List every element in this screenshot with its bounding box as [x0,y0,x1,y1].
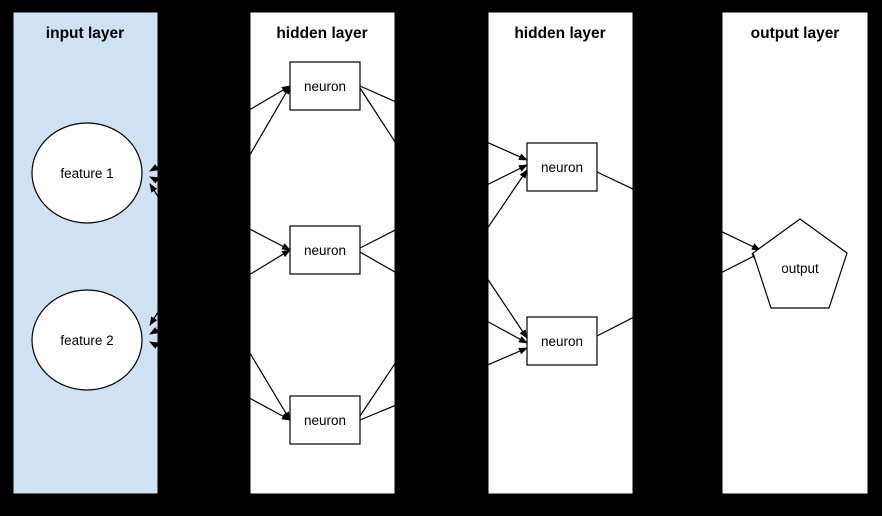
panel-title-input-layer: input layer [46,25,124,42]
node-feature-1-label: feature 1 [60,166,113,181]
edge-feature1-to-hidden1n2 [250,228,291,251]
panel-title-hidden-layer-2: hidden layer [514,25,605,42]
edge-in-output-b [722,252,761,274]
edge-in-hidden2n2-c [488,347,528,366]
edge-hidden1n1-to-hidden2n2 [359,87,395,143]
node-hidden-2-neuron-1-label: neuron [541,160,583,175]
edges-into-hidden-layer-2 [488,142,633,366]
node-hidden-1-neuron-1[interactable] [289,61,361,111]
panel-hidden-layer-2[interactable] [487,11,634,495]
edges-into-output-layer [722,231,761,274]
edge-hidden1n2-to-hidden2n1 [359,229,395,249]
edge-hidden1n3-to-hidden2n1 [359,362,395,417]
edge-feature2-to-hidden1n1 [250,85,291,156]
node-hidden-1-neuron-2[interactable] [289,225,361,275]
node-hidden-1-neuron-1-label: neuron [304,79,346,94]
node-hidden-2-neuron-2-label: neuron [541,334,583,349]
edge-in-hidden2n2-b [488,321,528,344]
panel-title-output-layer: output layer [751,25,840,42]
edge-in-hidden2n1-b [488,164,528,186]
edge-hidden1n1-to-hidden2n1 [359,85,395,103]
node-hidden-2-neuron-1[interactable] [526,142,598,192]
node-hidden-2-neuron-2[interactable] [526,316,598,366]
edge-feature2-to-hidden1n3 [250,397,291,421]
edge-hidden2n1-to-output [596,171,633,190]
panel-title-hidden-layer-1: hidden layer [276,25,367,42]
node-feature-1[interactable] [31,122,143,224]
edge-in-output-a [722,231,761,251]
node-output-label: output [781,261,819,276]
edge-feature2-to-hidden1n2 [250,249,291,276]
edge-in-hidden2n2-a [488,278,528,339]
node-hidden-1-neuron-3[interactable] [289,395,361,445]
node-feature-2-label: feature 2 [60,333,113,348]
node-hidden-1-neuron-2-label: neuron [304,243,346,258]
edge-hidden1n3-to-hidden2n2 [359,404,395,421]
edges-into-hidden-layer-1 [250,85,395,421]
edge-feature1-to-hidden1n1 [250,85,291,111]
node-output[interactable] [752,218,848,309]
edge-in-hidden2n1-a [488,142,528,161]
edge-hidden1n2-to-hidden2n2 [359,251,395,273]
node-hidden-1-neuron-3-label: neuron [304,413,346,428]
edge-in-hidden2n1-c [488,169,528,229]
edge-hidden2n2-to-output [596,316,633,337]
node-feature-2[interactable] [31,289,143,391]
panel-input-layer[interactable] [12,11,159,495]
edge-feature1-to-hidden1n3 [250,352,291,421]
